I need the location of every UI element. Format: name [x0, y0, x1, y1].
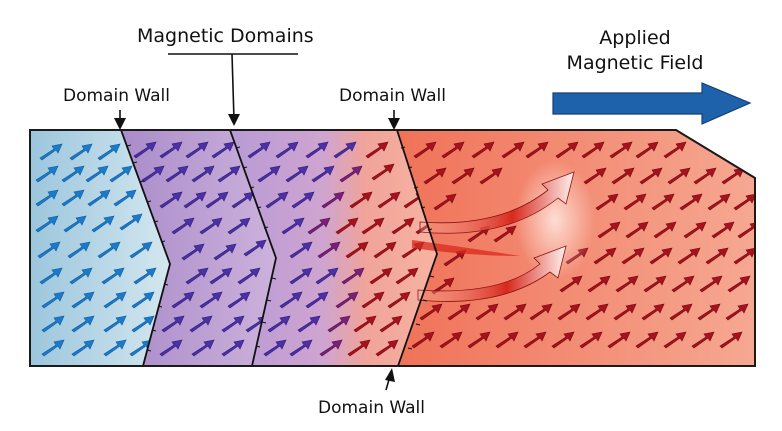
domain-wall-2 — [229, 129, 277, 367]
domain-wall-left-label: Domain Wall — [63, 86, 170, 106]
applied-field-label-line1: Applied — [599, 27, 671, 49]
curved-motion-arrow-bottom — [417, 245, 567, 302]
domain-wall-1 — [120, 129, 171, 367]
material-outline — [29, 129, 756, 367]
curved-motion-arrow-middle — [412, 240, 520, 256]
applied-field-arrow-icon — [552, 82, 752, 125]
domain-wall-bottom-label: Domain Wall — [318, 398, 425, 418]
domain-wall-3 — [396, 129, 438, 367]
curved-motion-arrow-top — [419, 171, 575, 234]
applied-field-label-line2: Magnetic Field — [566, 52, 704, 74]
domain-wall-right-label: Domain Wall — [339, 86, 446, 106]
wall-ticks — [126, 144, 435, 352]
domain-wall-right-pointer-head — [388, 118, 400, 130]
magnetic-domains-label: Magnetic Domains — [137, 25, 314, 47]
magnetic-domains-pointer — [231, 53, 235, 121]
magnetic-domains-pointer-head — [228, 114, 240, 126]
applied-field-label: Applied Magnetic Field — [555, 26, 715, 76]
glow — [515, 160, 595, 280]
domain-wall-left-pointer-head — [114, 118, 126, 130]
domain-wall-bottom-pointer-head — [385, 368, 395, 382]
